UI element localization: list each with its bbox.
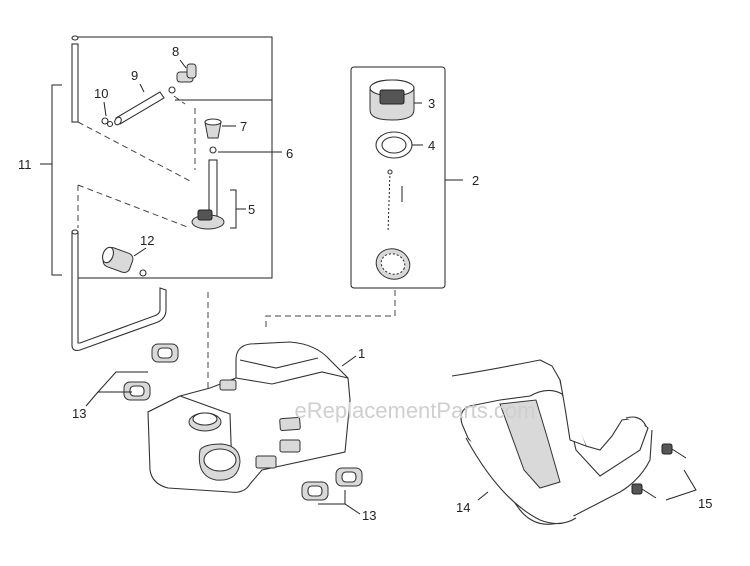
callout-1: 1: [358, 346, 365, 361]
callout-8: 8: [172, 44, 179, 59]
vent-tube: [114, 91, 165, 126]
callout-6: 6: [286, 146, 293, 161]
callout-3: 3: [428, 96, 435, 111]
o-ring: [209, 146, 217, 154]
fuel-line-upper: [71, 35, 79, 123]
cap-tether: [387, 169, 403, 233]
callout-labels: 1 2 3 4 5 6 7 8 9 10 11 12 13 13 14 15: [18, 44, 712, 523]
callout-12: 12: [140, 233, 154, 248]
callout-10: 10: [94, 86, 108, 101]
callout-15: 15: [698, 496, 712, 511]
fuel-tank: [147, 341, 357, 493]
clip: [101, 117, 114, 128]
screw-set: [631, 443, 697, 501]
elbow-fitting: [168, 63, 197, 94]
fuel-pickup: [191, 159, 225, 230]
fuel-line-lower: [71, 229, 167, 351]
callout-13-left: 13: [72, 406, 86, 421]
grommet-set-right: [301, 467, 363, 515]
callout-9: 9: [131, 68, 138, 83]
callout-7: 7: [240, 119, 247, 134]
callout-13-right: 13: [362, 508, 376, 523]
fuel-filter: [102, 246, 147, 277]
tank-protector: [451, 359, 653, 525]
fuel-cap: [369, 79, 422, 121]
pickup-cap: [204, 118, 222, 139]
leader-lines: [103, 59, 282, 257]
fuel-line-kit-group: [40, 35, 273, 351]
callout-2: 2: [472, 173, 479, 188]
fuel-strainer: [375, 248, 411, 280]
callout-11: 11: [18, 157, 32, 172]
callout-14: 14: [456, 500, 470, 515]
cap-gasket: [375, 131, 423, 159]
callout-4: 4: [428, 138, 435, 153]
watermark: eReplacementParts.com: [295, 398, 536, 423]
grommet-set-left: [85, 343, 179, 407]
fuel-cap-kit-group: [350, 66, 463, 289]
callout-5: 5: [248, 202, 255, 217]
